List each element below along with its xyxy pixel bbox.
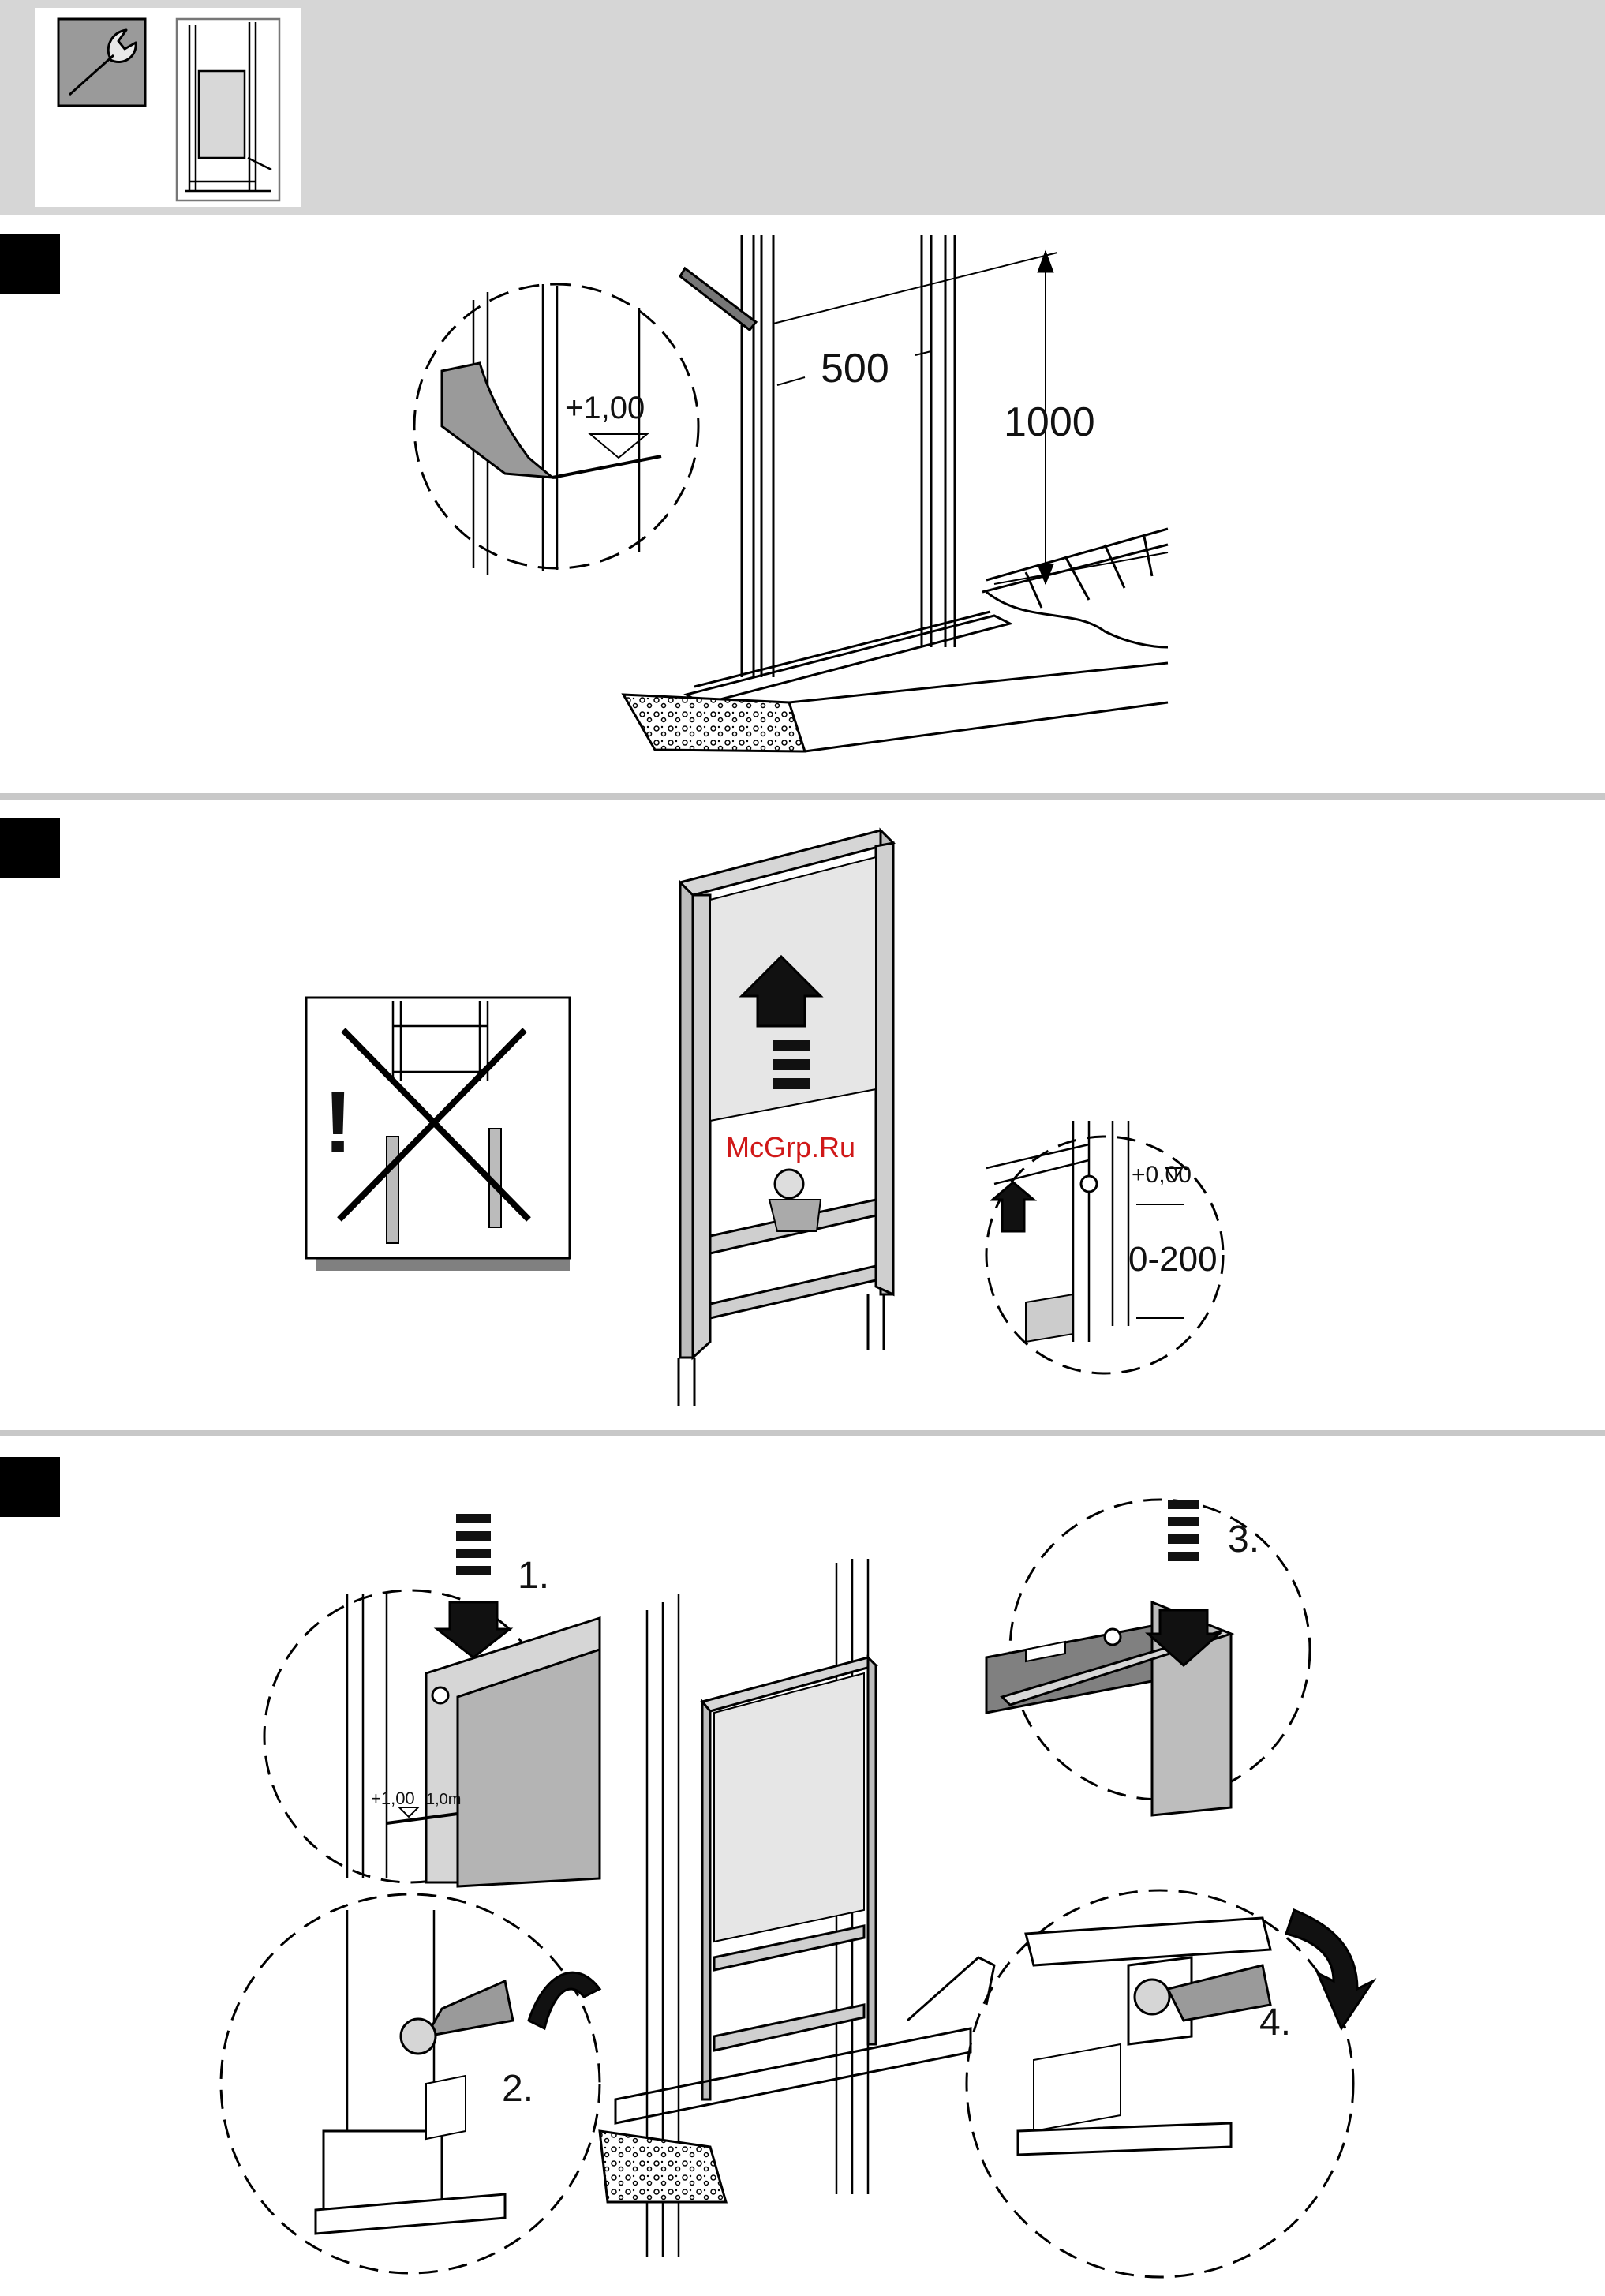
adjust-range-label: 0-200 (1128, 1240, 1218, 1279)
warning-icon: ! (324, 1074, 353, 1171)
step-1-label: 1. (518, 1555, 549, 1597)
width-dimension-label: 500 (821, 346, 889, 391)
section-2-illustration (306, 830, 1223, 1406)
detail-height-mark: +1,00 (371, 1788, 415, 1808)
section-1-illustration (414, 235, 1168, 751)
step-4-label: 4. (1259, 2002, 1291, 2043)
height-dimension-label: 1000 (1004, 399, 1095, 445)
section-3-illustration (221, 1500, 1373, 2277)
height-mark-label: +1,00 (565, 391, 645, 425)
level-mark-label: +0,00 (1132, 1162, 1192, 1188)
step-3-label: 3. (1228, 1519, 1259, 1560)
detail-length-mark: 1,0m (426, 1791, 461, 1808)
watermark-text: McGrp.Ru (726, 1131, 855, 1163)
step-2-label: 2. (502, 2068, 533, 2110)
